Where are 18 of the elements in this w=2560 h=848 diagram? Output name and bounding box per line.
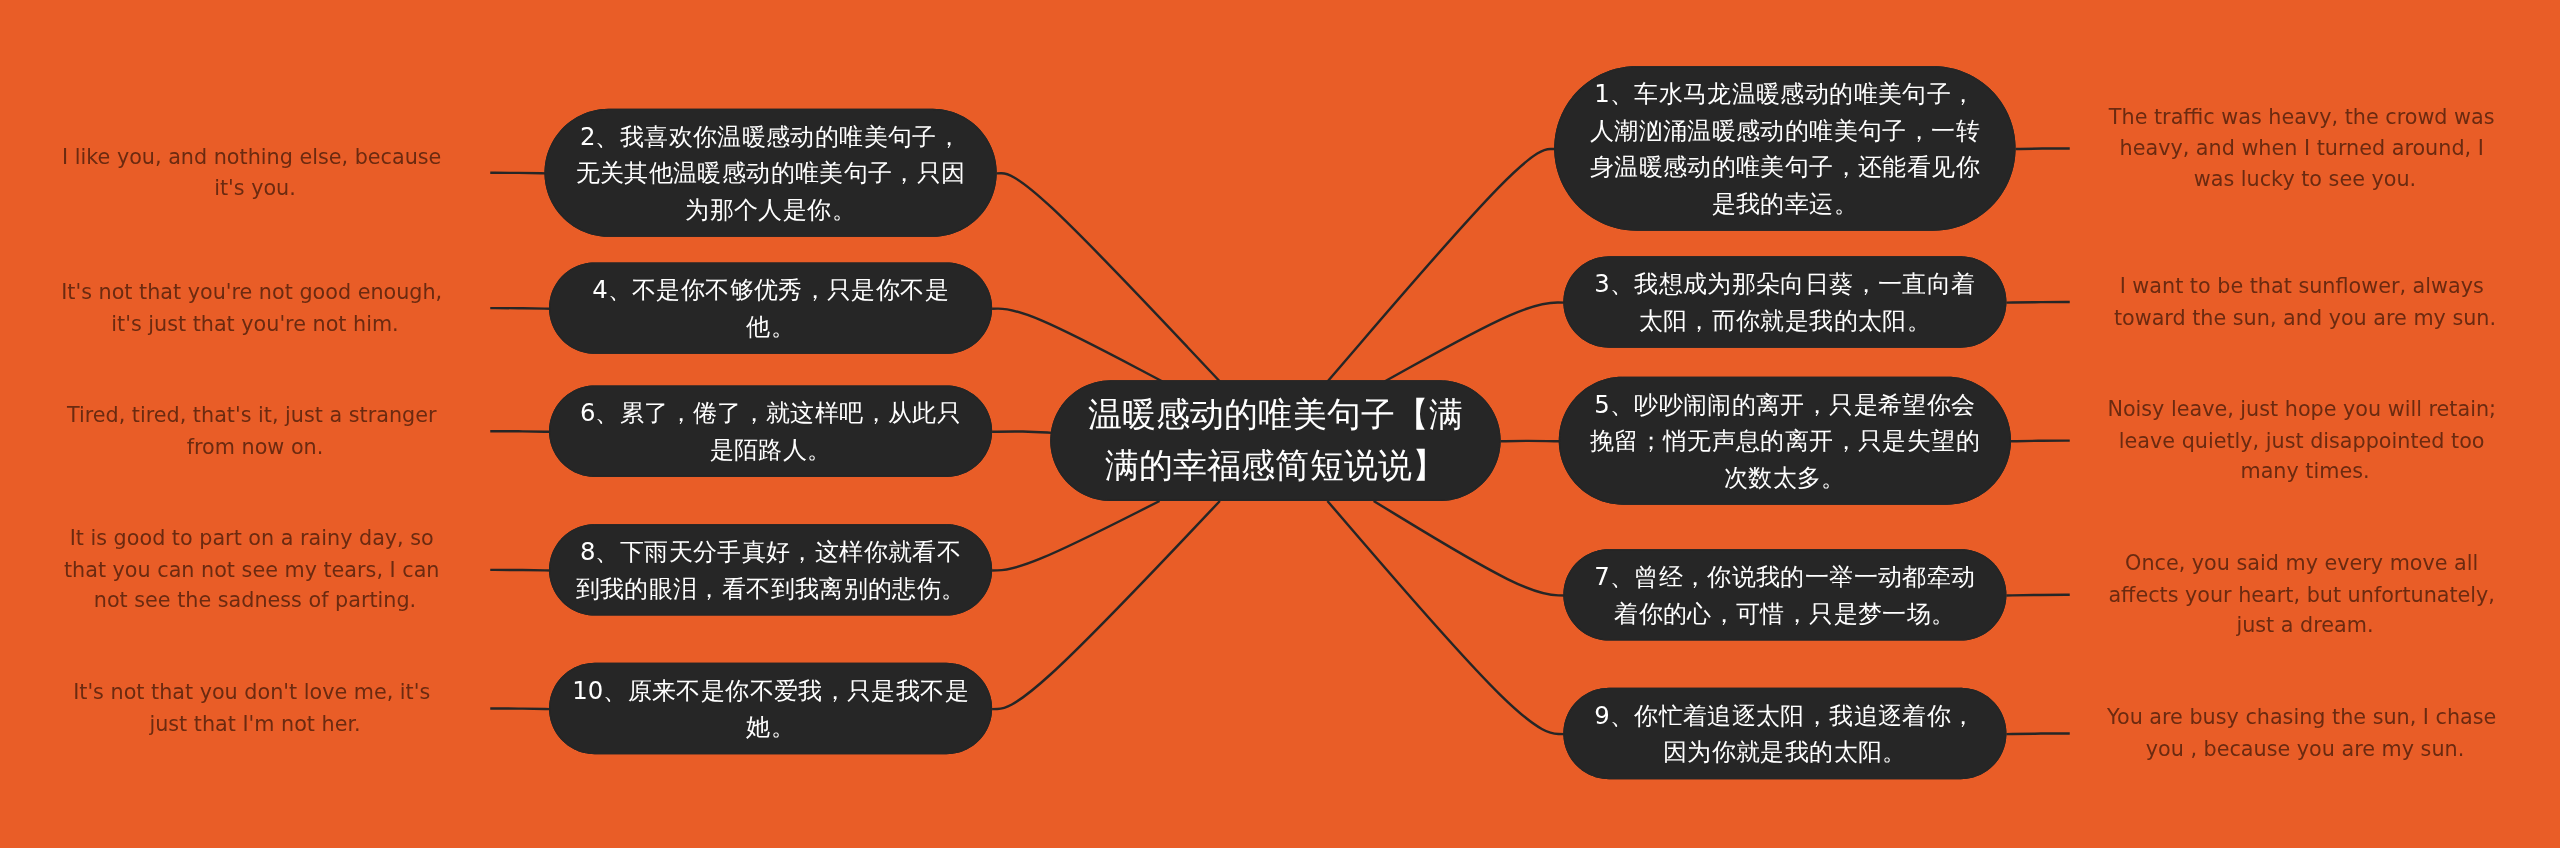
connector [992, 499, 1221, 711]
node-text: The traffic was heavy, the crowd was heavy, and when I turned around, I was lucky to see you. [2108, 104, 2495, 191]
node-text: You are busy chasing the sun, I chase you , because you are my sun. [2107, 704, 2497, 761]
connector [2015, 147, 2070, 151]
node-text: It's not that you don't love me, it's just that I'm not her. [73, 679, 431, 736]
node-text: It's not that you're not good enough, it's just that you're not him. [61, 279, 443, 335]
connector [2006, 593, 2070, 597]
node-text: It is good to part on a rainy day, so that you can not see my tears, I can not see the sadness of parting. [63, 525, 440, 613]
node-text: Tired, tired, that's it, just a stranger from now on. [66, 402, 437, 458]
node-text: Noisy leave, just hope you will retain; leave quietly, just disappointed too many times. [2107, 396, 2497, 483]
node-text: I want to be that sunflower, always toward the sun, and you are my sun. [2113, 273, 2497, 329]
connector [490, 171, 546, 175]
connector [2010, 439, 2070, 443]
connector [2006, 732, 2070, 736]
connector [992, 499, 1161, 572]
connector [2006, 300, 2070, 304]
node-text: I like you, and nothing else, because it's you. [62, 143, 442, 200]
node-text: Once, you said my every move all affects your heart, but unfortunately, just a dream. [2108, 550, 2495, 637]
